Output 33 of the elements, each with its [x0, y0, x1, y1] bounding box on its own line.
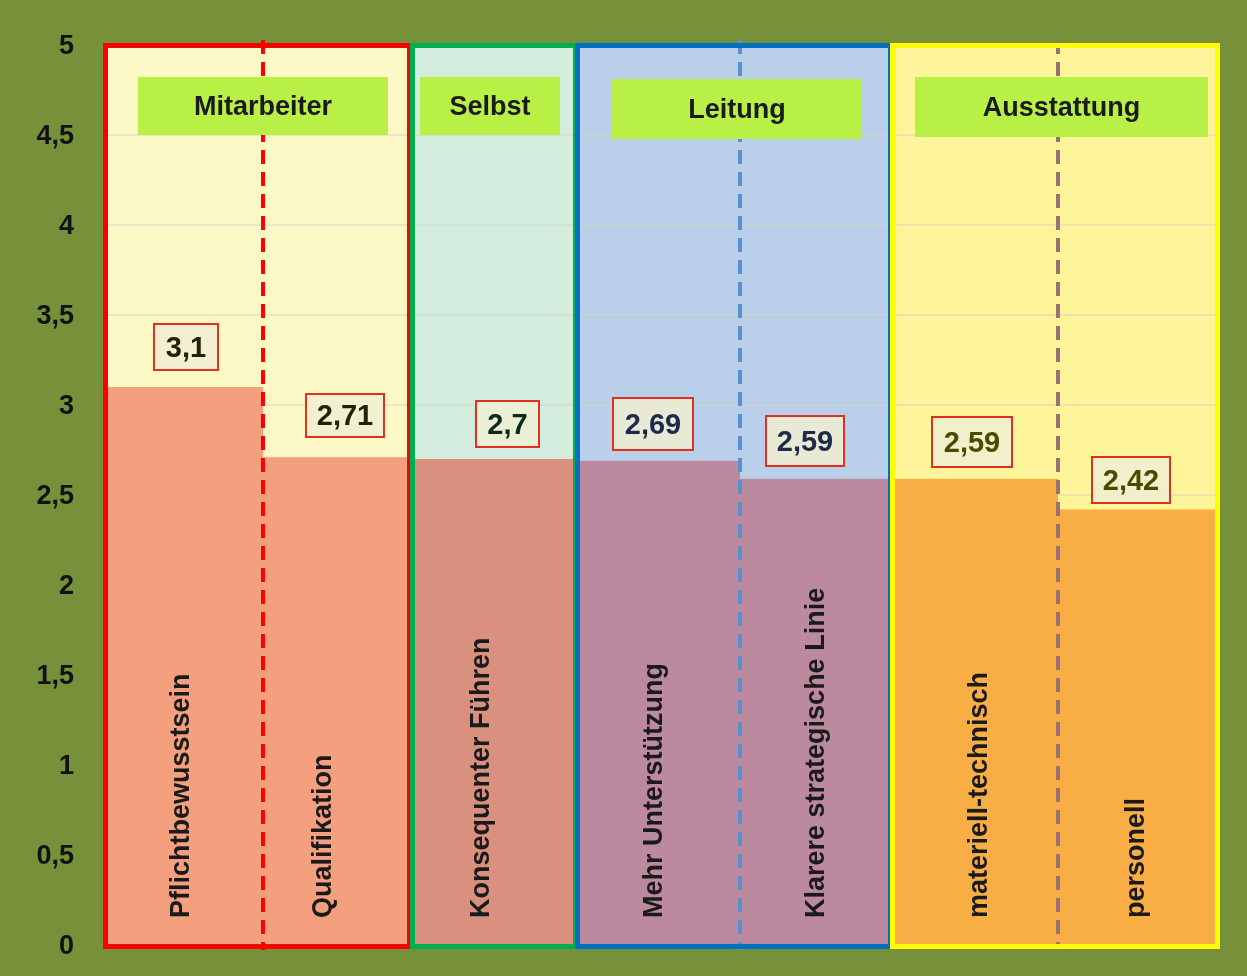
value-label: 2,7: [475, 400, 540, 448]
value-label: 2,69: [612, 397, 694, 451]
value-label: 2,59: [765, 415, 845, 467]
axis-tick-label: 3: [57, 390, 74, 420]
axis-tick-label: 1: [57, 750, 74, 780]
category-label: Qualifikation: [306, 754, 338, 918]
value-label: 3,1: [153, 323, 219, 371]
axis-tick-label: 2: [57, 570, 74, 600]
category-label: Mehr Unterstützung: [637, 663, 669, 918]
value-label: 2,71: [305, 393, 385, 438]
group-frame: [103, 43, 412, 949]
group-header: Mitarbeiter: [138, 77, 388, 135]
axis-tick-label: 4,5: [35, 120, 74, 150]
axis-tick-label: 2,5: [35, 480, 74, 510]
category-label: Klarere strategische Linie: [799, 587, 831, 918]
axis-tick-label: 0,5: [35, 840, 74, 870]
group-frame: [890, 43, 1220, 949]
group-header: Selbst: [420, 77, 560, 135]
axis-tick-label: 5: [57, 30, 74, 60]
axis-tick-label: 0: [57, 930, 74, 960]
category-label: Pflichtbewusstsein: [164, 673, 196, 918]
category-label: materiell-technisch: [962, 671, 994, 918]
group-header: Ausstattung: [915, 77, 1208, 137]
axis-tick-label: 4: [57, 210, 74, 240]
value-label: 2,59: [931, 416, 1013, 468]
value-label: 2,42: [1091, 456, 1171, 504]
axis-tick-label: 3,5: [35, 300, 74, 330]
group-header: Leitung: [612, 79, 862, 139]
axis-tick-label: 1,5: [35, 660, 74, 690]
group-frame: [575, 43, 893, 949]
group-frame: [410, 43, 578, 949]
category-label: Konsequenter Führen: [464, 637, 496, 918]
category-label: personell: [1119, 797, 1151, 918]
